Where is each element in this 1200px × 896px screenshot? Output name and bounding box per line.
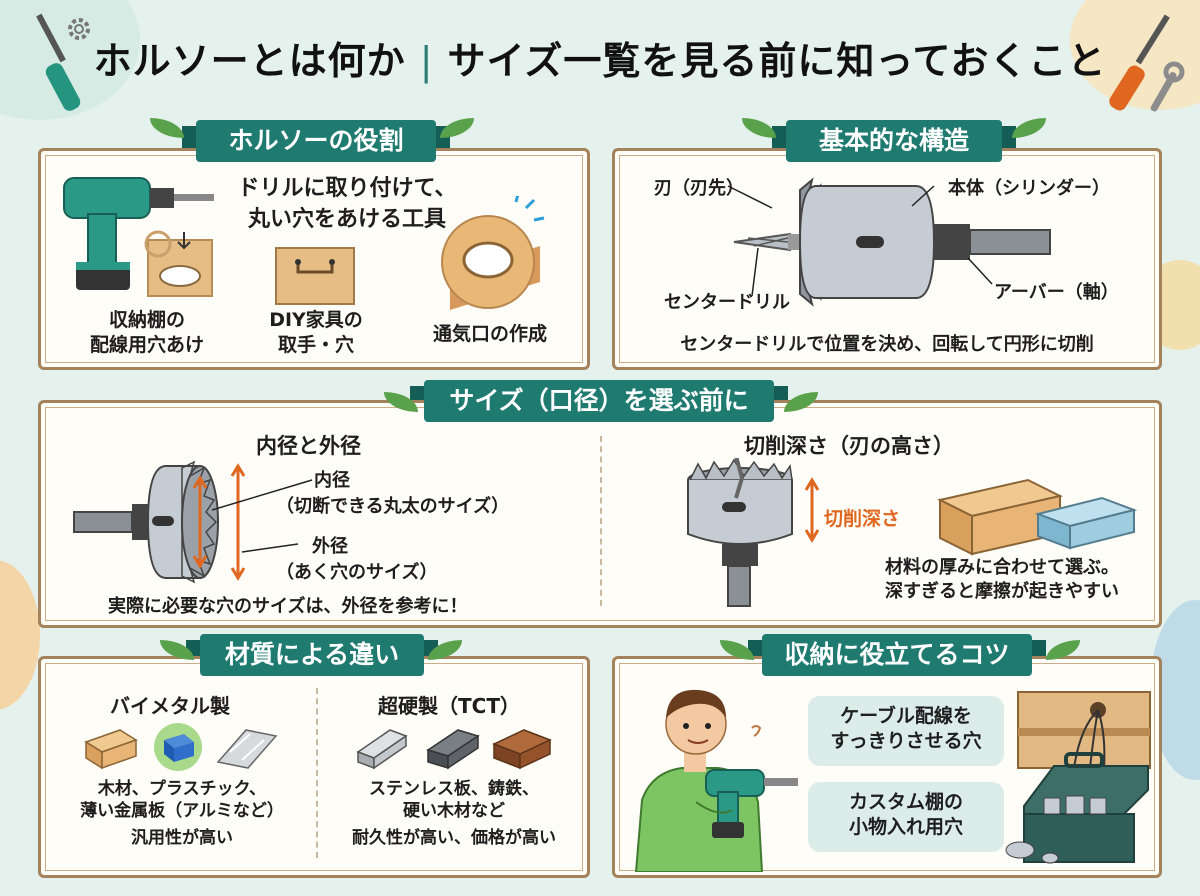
background-blob bbox=[0, 560, 40, 710]
role-use-1-line1: 収納棚の bbox=[108, 309, 185, 331]
material-heading: 材質による違い bbox=[186, 634, 438, 676]
tct-desc-line3: 耐久性が高い、価格が高い bbox=[352, 827, 556, 848]
material-divider bbox=[316, 688, 318, 858]
structure-label-body: 本体（シリンダー） bbox=[948, 178, 1110, 199]
title-sub: サイズ一覧を見る前に知っておくこと bbox=[447, 39, 1107, 83]
role-description-line2: 丸い穴をあける工具 bbox=[247, 206, 446, 232]
screwdriver-icon bbox=[1109, 14, 1170, 111]
furniture-handle-icon bbox=[275, 247, 355, 305]
depth-label: 切削深さ bbox=[824, 508, 901, 530]
structure-leader-lines bbox=[727, 185, 993, 297]
person-with-drill-illustration bbox=[634, 689, 798, 872]
tct-desc-line2: 硬い木材など bbox=[403, 801, 505, 822]
wood-hole-icon bbox=[144, 230, 213, 297]
storage-tip-2-line1: カスタム棚の bbox=[848, 791, 963, 813]
role-use-1: 収納棚の 配線用穴あけ bbox=[62, 308, 232, 358]
structure-label-arbor: アーバー（軸） bbox=[994, 282, 1119, 303]
structure-heading: 基本的な構造 bbox=[772, 120, 1016, 162]
diameter-note: 実際に必要な穴のサイズは、外径を参考に！ bbox=[108, 596, 468, 617]
storage-heading: 収納に役立てるコツ bbox=[748, 634, 1046, 676]
inner-diameter-desc: （切断できる丸太のサイズ） bbox=[276, 496, 510, 517]
bimetal-desc-line1: 木材、プラスチック、 bbox=[97, 779, 267, 799]
leaf-icon bbox=[1012, 118, 1046, 138]
vent-hole-icon bbox=[441, 196, 545, 310]
role-use-2-line1: DIY家具の bbox=[269, 309, 363, 331]
bimetal-materials-icon bbox=[84, 723, 278, 771]
tct-desc-line1: ステンレス板、鋳鉄、 bbox=[369, 779, 539, 799]
material-block-icon bbox=[937, 478, 1138, 556]
storage-tip-2-line2: 小物入れ用穴 bbox=[848, 816, 963, 839]
cordless-drill-icon bbox=[63, 177, 214, 290]
holesaw-structure-diagram bbox=[733, 177, 1051, 307]
holesaw-diameter-diagram bbox=[73, 460, 313, 584]
material-card bbox=[38, 656, 590, 878]
storage-tip-2-text: カスタム棚の 小物入れ用穴 bbox=[808, 790, 1004, 840]
depth-note: 材料の厚みに合わせて選ぶ。 深すぎると摩擦が起きやすい bbox=[852, 556, 1152, 604]
leaf-icon bbox=[150, 118, 184, 138]
storage-tip-2 bbox=[808, 782, 1004, 852]
size-heading: サイズ（口径）を選ぶ前に bbox=[410, 380, 788, 422]
role-use-1-line2: 配線用穴あけ bbox=[89, 334, 204, 357]
storage-tip-1-line1: ケーブル配線を bbox=[840, 705, 972, 727]
storage-tip-1-line2: すっきりさせる穴 bbox=[830, 730, 982, 753]
role-description-line1: ドリルに取り付けて、 bbox=[237, 176, 457, 201]
outer-diameter-label: 外径 bbox=[312, 536, 348, 557]
depth-title: 切削深さ（刃の高さ） bbox=[744, 434, 954, 458]
role-description: ドリルに取り付けて、 丸い穴をあける工具 bbox=[216, 174, 478, 236]
depth-note-line2: 深すぎると摩擦が起きやすい bbox=[885, 580, 1119, 602]
gear-icon bbox=[68, 18, 90, 40]
tct-desc: ステンレス板、鋳鉄、 硬い木材など 耐久性が高い、価格が高い bbox=[326, 778, 582, 849]
holesaw-depth-diagram bbox=[687, 458, 820, 607]
bimetal-desc-line3: 汎用性が高い bbox=[131, 827, 233, 848]
bimetal-desc: 木材、プラスチック、 薄い金属板（アルミなど） 汎用性が高い bbox=[56, 778, 308, 849]
tct-title: 超硬製（TCT） bbox=[378, 694, 520, 718]
bimetal-desc-line2: 薄い金属板（アルミなど） bbox=[80, 801, 284, 822]
storage-tip-1 bbox=[808, 696, 1004, 766]
structure-label-blade: 刃（刃先） bbox=[654, 178, 744, 199]
leaf-icon bbox=[440, 118, 474, 138]
page-title: ホルソーとは何か | サイズ一覧を見る前に知っておくこと bbox=[0, 30, 1200, 85]
outer-diameter-desc: （あく穴のサイズ） bbox=[276, 562, 438, 583]
screwdriver-icon bbox=[36, 13, 81, 111]
role-use-2-line2: 取手・穴 bbox=[277, 334, 354, 357]
role-use-3-line1: 通気口の作成 bbox=[432, 323, 547, 345]
structure-label-center-drill: センタードリル bbox=[664, 292, 790, 313]
tct-materials-icon bbox=[356, 729, 552, 770]
title-main: ホルソーとは何か bbox=[93, 39, 406, 83]
role-heading: ホルソーの役割 bbox=[182, 120, 450, 162]
title-separator: | bbox=[419, 39, 434, 83]
inner-diameter-label: 内径 bbox=[314, 470, 350, 491]
bimetal-title: バイメタル製 bbox=[110, 694, 230, 718]
role-use-3: 通気口の作成 bbox=[405, 322, 575, 347]
wrench-icon bbox=[1150, 61, 1185, 112]
role-use-2: DIY家具の 取手・穴 bbox=[236, 308, 396, 358]
leaf-icon bbox=[742, 118, 776, 138]
structure-caption: センタードリルで位置を決め、回転して円形に切削 bbox=[680, 334, 1094, 355]
storage-tip-1-text: ケーブル配線を すっきりさせる穴 bbox=[808, 704, 1004, 754]
depth-note-line1: 材料の厚みに合わせて選ぶ。 bbox=[885, 557, 1119, 578]
toolbox-with-holesaws-icon bbox=[1005, 752, 1149, 864]
size-divider bbox=[600, 436, 602, 606]
diameter-title: 内径と外径 bbox=[256, 434, 361, 458]
